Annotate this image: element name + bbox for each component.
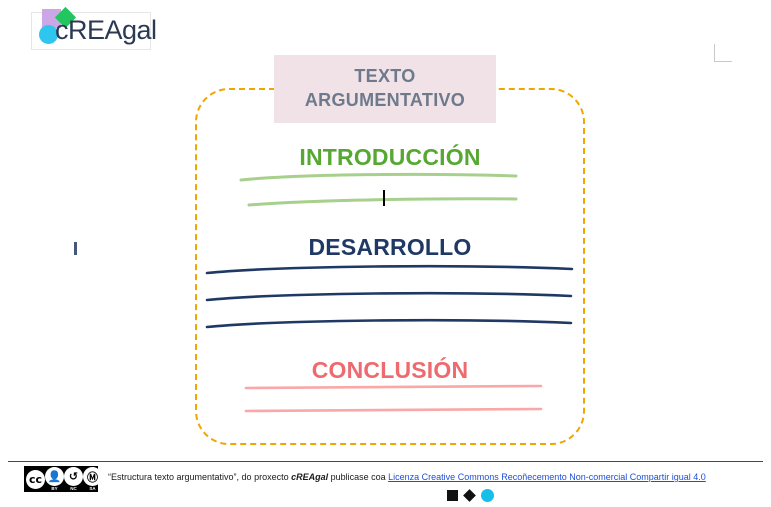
creagal-logo: cREAgal bbox=[31, 6, 157, 51]
cc-sa-cell: Ⓜ SA bbox=[83, 466, 102, 492]
section-desarrollo-label: DESARROLLO bbox=[308, 234, 472, 260]
black-diamond-icon bbox=[463, 489, 476, 502]
section-desarrollo: DESARROLLO bbox=[195, 234, 585, 261]
cc-nc-icon: ↺ bbox=[64, 467, 83, 486]
section-conclusion-label: CONCLUSIÓN bbox=[311, 357, 469, 383]
cc-by-icon: 👤 bbox=[45, 467, 64, 486]
cc-sa-icon: Ⓜ bbox=[83, 467, 102, 486]
footer-text-before: “Estructura texto argumentativo”, do pro… bbox=[108, 472, 292, 482]
black-square-icon bbox=[447, 490, 458, 501]
cc-sa-label: SA bbox=[89, 486, 96, 491]
page-title: TEXTO ARGUMENTATIVO bbox=[304, 66, 466, 110]
cc-by-cell: 👤 BY bbox=[45, 466, 64, 492]
text-caret-introduccion bbox=[383, 190, 385, 206]
footer-divider bbox=[8, 461, 763, 462]
footer-shape-group bbox=[447, 489, 503, 503]
footer-text-middle: publicase coa bbox=[328, 472, 389, 482]
section-introduccion: INTRODUCCIÓN bbox=[195, 144, 585, 171]
diagram-dashed-frame bbox=[195, 88, 585, 445]
diagram-title-box: TEXTO ARGUMENTATIVO bbox=[274, 55, 496, 123]
cc-nc-label: NC bbox=[70, 486, 77, 491]
cc-icon: cc bbox=[26, 469, 45, 489]
cc-mark-cell: cc bbox=[26, 466, 45, 492]
cc-nc-cell: ↺ NC bbox=[64, 466, 83, 492]
page-corner-mark-top-right bbox=[714, 44, 732, 62]
footer-project-name: cREAgal bbox=[291, 472, 329, 482]
section-conclusion: CONCLUSIÓN bbox=[195, 357, 585, 384]
cc-by-label: BY bbox=[51, 486, 58, 491]
purple-square-icon bbox=[42, 9, 61, 28]
footer-attribution: “Estructura texto argumentativo”, do pro… bbox=[108, 472, 706, 482]
cyan-circle-icon bbox=[39, 25, 58, 44]
logo-wordmark: cREAgal bbox=[55, 15, 157, 45]
section-introduccion-label: INTRODUCCIÓN bbox=[299, 144, 481, 170]
creative-commons-badge-icon[interactable]: cc 👤 BY ↺ NC Ⓜ SA bbox=[24, 466, 102, 492]
left-margin-mark bbox=[74, 242, 77, 255]
cyan-circle-icon-footer bbox=[481, 489, 494, 502]
license-link[interactable]: Licenza Creative Commons Recoñecemento N… bbox=[388, 472, 706, 482]
